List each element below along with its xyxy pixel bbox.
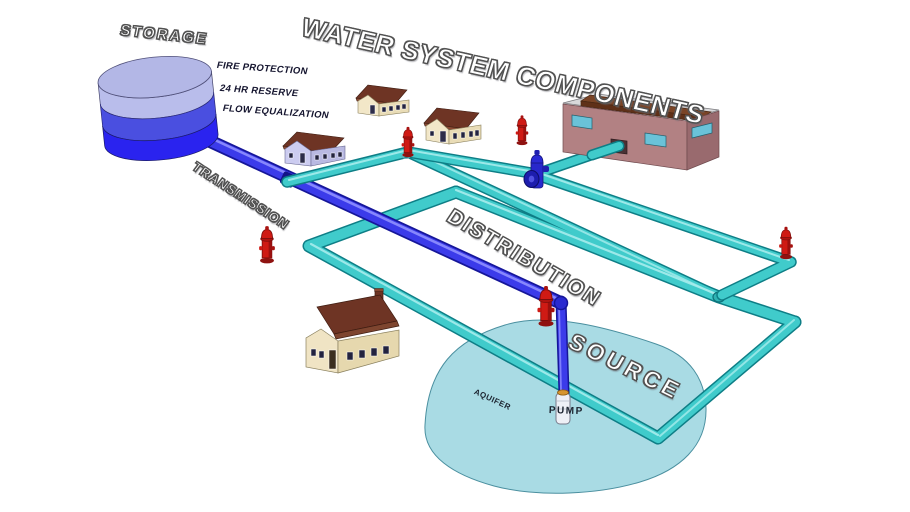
house-1 <box>282 131 346 167</box>
commercial-building <box>562 93 720 171</box>
fire-hydrant-1 <box>401 126 415 158</box>
gate-valve <box>523 150 549 189</box>
storage-tank <box>97 56 219 161</box>
fire-hydrant-2 <box>515 115 529 146</box>
house-4 <box>305 288 400 374</box>
fire-hydrant-3 <box>259 226 275 264</box>
transmission-pipe <box>181 124 570 399</box>
house-3 <box>423 107 482 145</box>
fire-hydrants <box>259 115 793 327</box>
pump-label: PUMP <box>548 405 584 418</box>
fire-hydrant-5 <box>779 226 793 260</box>
well-pump <box>555 389 571 425</box>
fire-hydrant-4 <box>537 286 555 327</box>
house-2 <box>355 84 410 117</box>
